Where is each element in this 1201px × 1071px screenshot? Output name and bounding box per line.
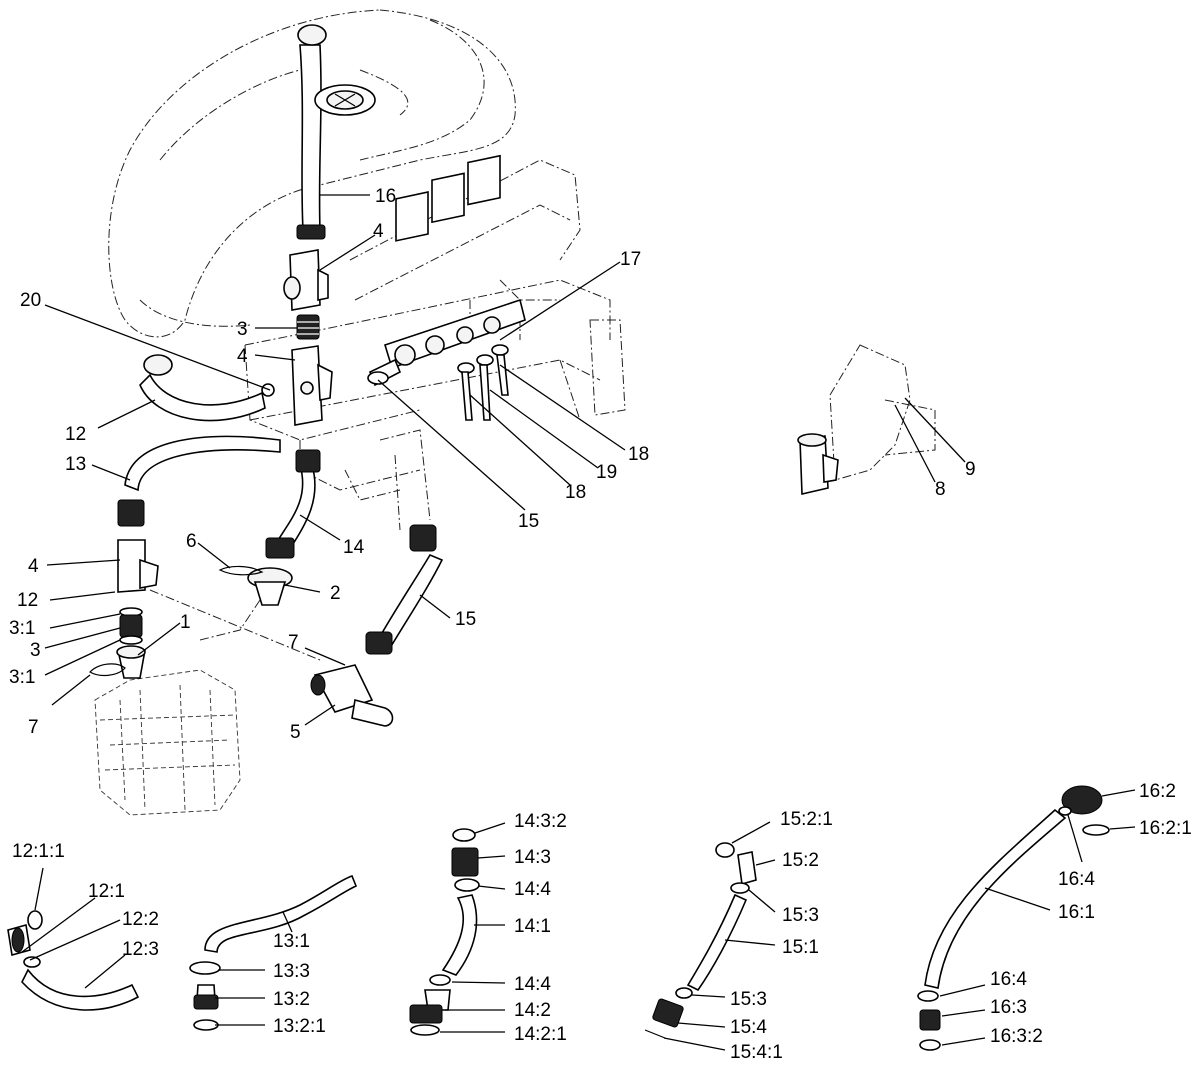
callout-8: 8 (935, 479, 946, 500)
callout-2: 2 (330, 583, 341, 604)
callout-16-4-lower: 16:4 (990, 969, 1027, 990)
callout-13-main: 13 (65, 454, 86, 475)
callout-16-3: 16:3 (990, 997, 1027, 1018)
callout-3-1-lower: 3:1 (9, 667, 35, 688)
callout-7-left: 7 (28, 717, 39, 738)
callout-16-4-upper: 16:4 (1058, 869, 1095, 890)
callout-1: 1 (180, 612, 191, 633)
callout-14-4-upper: 14:4 (514, 879, 551, 900)
callout-17: 17 (620, 249, 641, 270)
callout-12-2: 12:2 (122, 909, 159, 930)
detail-15-callouts: 15:2:1 15:2 15:3 15:1 15:3 15:4 15:4:1 (730, 809, 833, 1063)
main-view-callouts: 16 4 17 20 3 4 12 13 18 19 18 15 14 6 2 … (9, 186, 976, 743)
hose-13 (117, 435, 281, 527)
callout-3-left: 3 (30, 640, 41, 661)
tee-fitting-4-lower (291, 345, 333, 426)
callout-14-4-lower: 14:4 (514, 974, 551, 995)
fitting-1 (116, 645, 146, 679)
callout-18-left: 18 (565, 482, 586, 503)
callout-13-1: 13:1 (273, 931, 310, 952)
callout-5: 5 (290, 722, 301, 743)
callout-14-1: 14:1 (514, 916, 551, 937)
hose-12 (139, 354, 275, 422)
callout-16: 16 (375, 186, 396, 207)
detail-16-callouts: 16:2 16:2:1 16:4 16:1 16:4 16:3 16:3:2 (990, 781, 1192, 1047)
callout-9: 9 (965, 459, 976, 480)
callout-15-3-lower: 15:3 (730, 989, 767, 1010)
callout-13-2: 13:2 (273, 989, 310, 1010)
callout-14-3-2: 14:3:2 (514, 811, 567, 832)
clip-6 (218, 565, 264, 576)
callout-14-3: 14:3 (514, 847, 551, 868)
tee-fitting-4-left (117, 539, 159, 593)
detail-15-parts (644, 842, 757, 1039)
callout-14-main: 14 (343, 537, 365, 558)
clip-7 (89, 663, 126, 677)
callout-15-3-upper: 15:3 (782, 905, 819, 926)
clamps-15-17-18-19 (367, 344, 509, 421)
callout-15-4: 15:4 (730, 1017, 767, 1038)
callout-16-2-1: 16:2:1 (1139, 818, 1192, 839)
side-bracket-inset (797, 344, 936, 495)
callout-3-1-upper: 3:1 (9, 618, 35, 639)
callout-15-hose: 15 (455, 609, 476, 630)
callout-12-3: 12:3 (122, 939, 159, 960)
callout-4-middle: 4 (237, 346, 248, 367)
callout-3-upper: 3 (237, 319, 248, 340)
callout-16-2: 16:2 (1139, 781, 1176, 802)
detail-16-parts (917, 785, 1110, 1051)
detail-12-callouts: 12:1:1 12:1 12:2 12:3 (12, 841, 159, 960)
detail-14-parts (409, 828, 480, 1036)
callout-12-1-1: 12:1:1 (12, 841, 65, 862)
callout-16-1: 16:1 (1058, 902, 1095, 923)
callout-15-1: 15:1 (782, 937, 819, 958)
valve-5 (310, 664, 394, 727)
callout-15-2: 15:2 (782, 850, 819, 871)
callout-4-upper: 4 (373, 221, 384, 242)
callout-13-3: 13:3 (273, 961, 310, 982)
callout-4-left: 4 (28, 556, 39, 577)
callout-6: 6 (186, 531, 197, 552)
valve-manifold (368, 154, 526, 387)
hose-15 (365, 524, 444, 655)
callout-12-1: 12:1 (88, 881, 125, 902)
callout-15-2-1: 15:2:1 (780, 809, 833, 830)
detail-13-parts (189, 875, 358, 1031)
callout-15-4-1: 15:4:1 (730, 1042, 783, 1063)
callout-14-2: 14:2 (514, 1000, 551, 1021)
nipple-3 (296, 314, 320, 340)
hose-16-assembly (296, 24, 327, 240)
detail-14-callouts: 14:3:2 14:3 14:4 14:1 14:4 14:2 14:2:1 (514, 811, 567, 1045)
callout-leaders (21, 194, 1136, 1051)
detail-12-parts (7, 910, 140, 1011)
callout-16-3-2: 16:3:2 (990, 1026, 1043, 1047)
nipple-3-left (119, 607, 143, 645)
callout-15-clamp: 15 (518, 511, 539, 532)
callout-14-2-1: 14:2:1 (514, 1024, 567, 1045)
callout-12-left: 12 (17, 590, 38, 611)
tank-phantom-outline (108, 9, 516, 338)
tank-fill-cap (314, 84, 376, 116)
callout-12-main: 12 (65, 424, 86, 445)
hose-14 (265, 449, 321, 559)
engine-phantom-outline (94, 669, 241, 816)
callout-18-right: 18 (628, 444, 649, 465)
callout-19: 19 (596, 462, 617, 483)
callout-13-2-1: 13:2:1 (273, 1016, 326, 1037)
detail-13-callouts: 13:1 13:3 13:2 13:2:1 (273, 931, 326, 1037)
tee-fitting-4-upper (283, 249, 329, 311)
callout-7-right: 7 (288, 632, 299, 653)
callout-20: 20 (20, 290, 41, 311)
